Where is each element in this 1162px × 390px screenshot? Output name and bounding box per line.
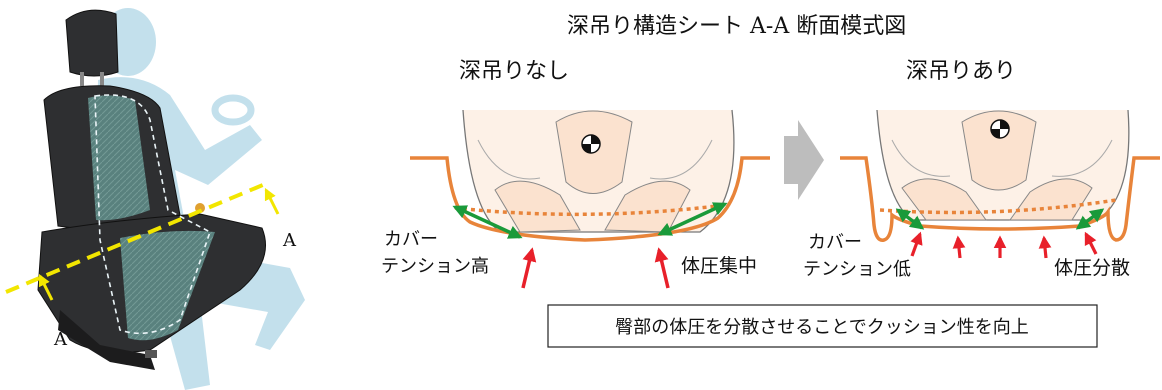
cover-label-right-line2: テンション低: [803, 259, 911, 280]
tension-arrow-left-1: [452, 205, 523, 239]
section-marker-right: A: [282, 230, 297, 251]
section-arrow-right: [264, 187, 280, 215]
cover-label-right-line1: カバー: [808, 232, 862, 253]
tension-arrow-left-2: [657, 202, 728, 236]
summary-text: 臀部の体圧を分散させることでクッション性を向上: [615, 317, 1028, 338]
cover-label-left-line2: テンション高: [381, 256, 489, 277]
pressure-arrow-right-5: [1084, 231, 1098, 255]
pressure-arrow-right-2: [952, 235, 966, 259]
cover-label-left-line1: カバー: [384, 229, 438, 250]
tension-arrow-right-1: [895, 208, 925, 230]
pressure-label-right: 体圧分散: [1054, 257, 1130, 279]
pressure-arrow-left-2: [654, 247, 670, 289]
panel-left-heading: 深吊りなし: [459, 59, 569, 84]
pelvis-cross-section-left: [462, 109, 735, 233]
pressure-arrow-right-1: [910, 231, 923, 257]
pressure-arrow-right-4: [1038, 235, 1052, 259]
tension-arrow-right-2: [1075, 208, 1105, 230]
cover-line-right: [840, 156, 1160, 242]
summary-box: [547, 304, 1098, 348]
center-of-gravity-icon: [581, 134, 601, 154]
pressure-label-left: 体圧集中: [681, 255, 757, 277]
pressure-arrow-left-1: [521, 247, 537, 289]
transition-arrow-icon: [784, 120, 824, 200]
section-line: [5, 180, 271, 294]
section-arrow-left: [38, 273, 54, 301]
headrest: [65, 9, 119, 77]
seat-illustration: [5, 8, 305, 390]
center-of-gravity-icon: [990, 119, 1010, 139]
section-marker-left: A: [53, 329, 68, 350]
panel-right-heading: 深吊りあり: [906, 59, 1016, 84]
diagram-title: 深吊り構造シート A-A 断面模式図: [567, 14, 906, 39]
